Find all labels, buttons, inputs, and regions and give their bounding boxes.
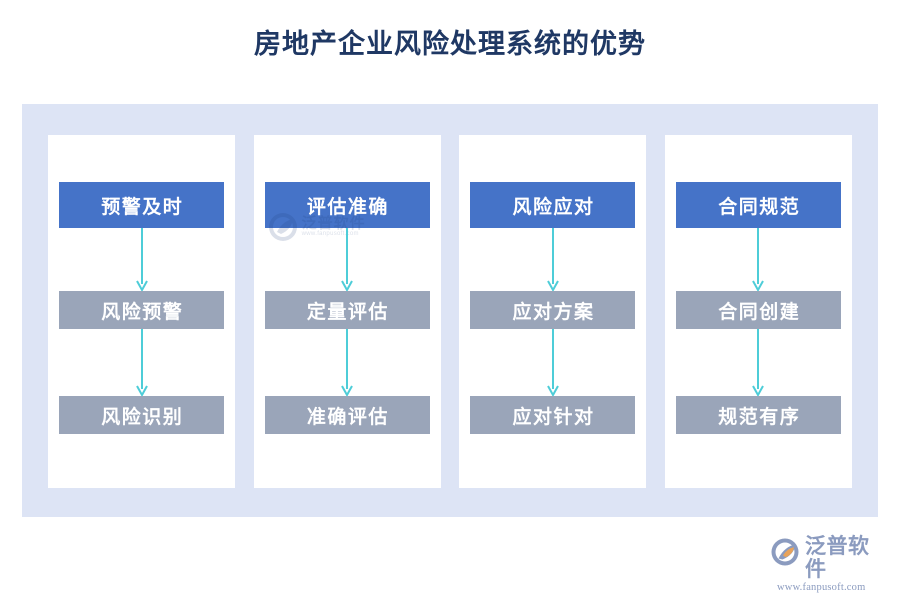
flow-column-1[interactable]: 预警及时 风险预警 风险识别 xyxy=(48,135,235,488)
column-4-arrow-2 xyxy=(752,329,765,396)
flow-column-3[interactable]: 风险应对 应对方案 应对针对 xyxy=(459,135,647,488)
column-3-head-box[interactable]: 风险应对 xyxy=(470,182,636,228)
brand-name: 泛普软件 xyxy=(805,535,870,581)
flow-column-2[interactable]: 评估准确 泛普软件 www.fanpusoft.com 定量评估 xyxy=(253,135,441,488)
brand-url: www.fanpusoft.com xyxy=(777,582,866,594)
diagram-frame: 预警及时 风险预警 风险识别 评估准确 xyxy=(22,104,878,517)
column-4-head-box[interactable]: 合同规范 xyxy=(675,182,841,228)
column-2-step-1-box[interactable]: 定量评估 xyxy=(264,291,430,329)
column-2-head-box[interactable]: 评估准确 xyxy=(264,182,430,228)
column-1-step-2-box[interactable]: 风险识别 xyxy=(59,396,224,434)
watermark-url: www.fanpusoft.com xyxy=(301,230,359,237)
fanpu-swoosh-logo-icon xyxy=(771,538,799,566)
column-2-step-2-box[interactable]: 准确评估 xyxy=(264,396,430,434)
flow-column-4[interactable]: 合同规范 合同创建 规范有序 xyxy=(664,135,852,488)
column-4-arrow-1 xyxy=(752,228,765,291)
column-3-step-1-box[interactable]: 应对方案 xyxy=(470,291,636,329)
column-2-arrow-2 xyxy=(341,329,354,396)
column-3-arrow-1 xyxy=(546,228,559,291)
column-1-arrow-1 xyxy=(135,228,148,291)
column-4-step-1-box[interactable]: 合同创建 xyxy=(675,291,841,329)
column-1-arrow-2 xyxy=(135,329,148,396)
column-4-step-2-box[interactable]: 规范有序 xyxy=(675,396,841,434)
column-1-step-1-box[interactable]: 风险预警 xyxy=(59,291,224,329)
column-2-arrow-1 xyxy=(341,228,354,291)
column-3-arrow-2 xyxy=(546,329,559,396)
column-3-step-2-box[interactable]: 应对针对 xyxy=(470,396,636,434)
flow-columns-row: 预警及时 风险预警 风险识别 评估准确 xyxy=(48,135,852,488)
brand-logo: 泛普软件 www.fanpusoft.com xyxy=(770,535,888,593)
page-title: 房地产企业风险处理系统的优势 xyxy=(254,29,646,59)
column-1-head-box[interactable]: 预警及时 xyxy=(59,182,224,228)
